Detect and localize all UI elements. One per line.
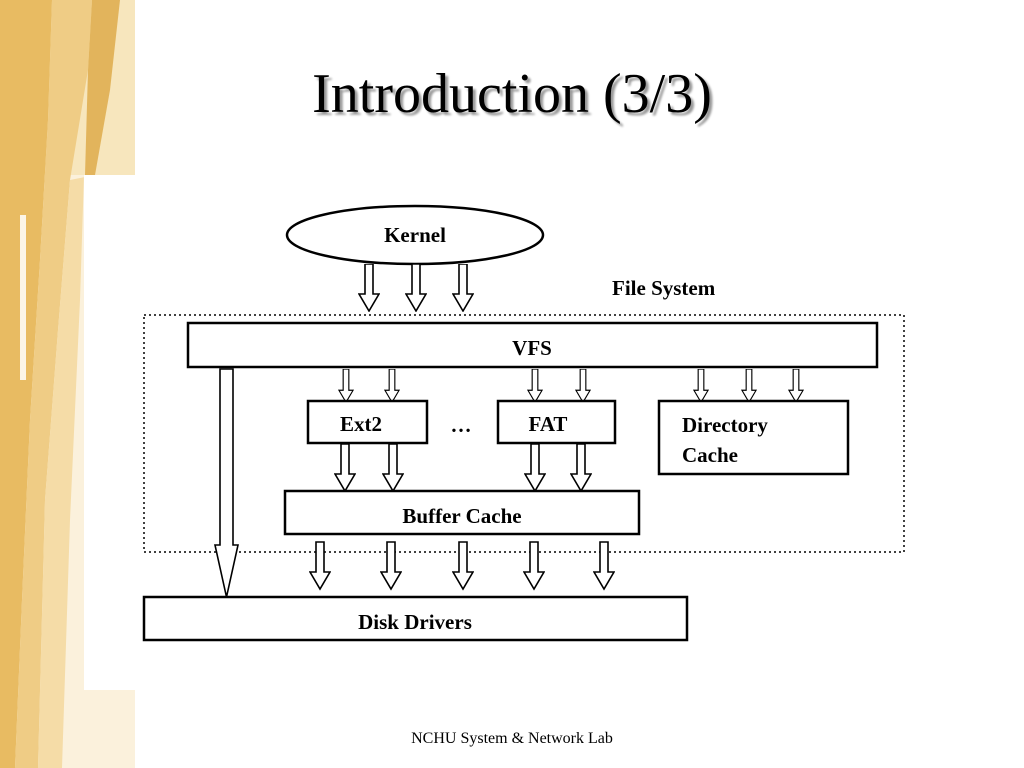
- slide-footer: NCHU System & Network Lab: [411, 730, 613, 747]
- directory-cache-node: [657, 399, 850, 476]
- ext2-buffer-arrow: [334, 444, 356, 492]
- vfs-dircache-arrow: [741, 369, 757, 403]
- directory-cache-label-line2: Cache: [682, 443, 738, 467]
- file-system-label: File System: [612, 276, 716, 300]
- kernel-vfs-arrow: [452, 264, 474, 312]
- ext2-node: [306, 399, 429, 445]
- file-system-boundary: [143, 314, 905, 553]
- kernel-vfs-arrow: [405, 264, 427, 312]
- buffer-disk-arrow: [523, 540, 545, 591]
- vfs-fat-arrow: [527, 369, 543, 403]
- fat-label: FAT: [529, 412, 568, 436]
- fat-buffer-arrow: [524, 444, 546, 492]
- vfs-fat-arrow: [575, 369, 591, 403]
- buffer-disk-arrow: [593, 540, 615, 591]
- disk-drivers-label: Disk Drivers: [358, 610, 472, 634]
- buffer-cache-label: Buffer Cache: [402, 504, 521, 528]
- vfs-ext2-arrow: [338, 369, 354, 403]
- disk-drivers-node: [142, 595, 689, 642]
- vfs-disk-arrow: [214, 368, 239, 598]
- ext2-label: Ext2: [340, 412, 382, 436]
- directory-cache-label-line1: Directory: [682, 413, 768, 437]
- vfs-node: [186, 321, 879, 369]
- decorative-side-strip: [0, 0, 135, 768]
- fat-node: [496, 399, 617, 445]
- vfs-label: VFS: [512, 336, 552, 360]
- slide-title: Introduction (3/3): [312, 63, 712, 125]
- vfs-dircache-arrow: [788, 369, 804, 403]
- buffer-disk-arrow: [309, 540, 331, 591]
- buffer-disk-arrow: [452, 540, 474, 591]
- kernel-label: Kernel: [384, 223, 446, 247]
- fat-buffer-arrow: [570, 444, 592, 492]
- buffer-disk-arrow: [380, 540, 402, 591]
- ellipsis-label: …: [451, 413, 472, 437]
- vfs-dircache-arrow: [693, 369, 709, 403]
- vfs-ext2-arrow: [384, 369, 400, 403]
- kernel-vfs-arrow: [358, 264, 380, 312]
- buffer-cache-node: [283, 489, 641, 536]
- ext2-buffer-arrow: [382, 444, 404, 492]
